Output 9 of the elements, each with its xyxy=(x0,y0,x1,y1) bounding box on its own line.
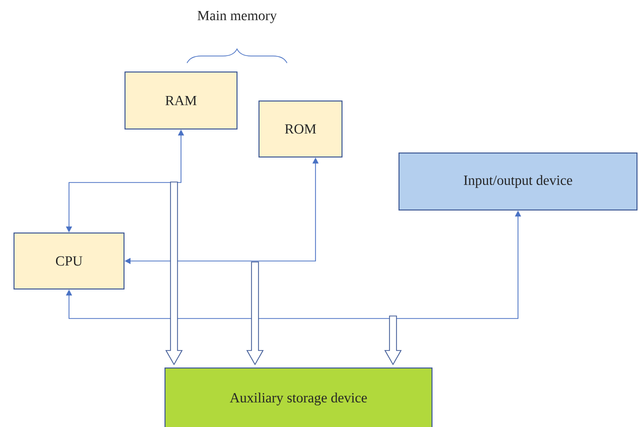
memory-box: RAM xyxy=(124,72,238,130)
memory-box: ROM xyxy=(258,100,342,158)
hollow-arrow xyxy=(246,262,264,366)
hollow-arrow xyxy=(165,182,183,366)
hollow-arrow xyxy=(384,316,402,366)
processor-box: CPU xyxy=(14,232,124,290)
group-label: Main memory xyxy=(198,10,277,24)
storage-box: Auxiliary storage device xyxy=(164,368,432,427)
device-box: Input/output device xyxy=(398,152,638,210)
